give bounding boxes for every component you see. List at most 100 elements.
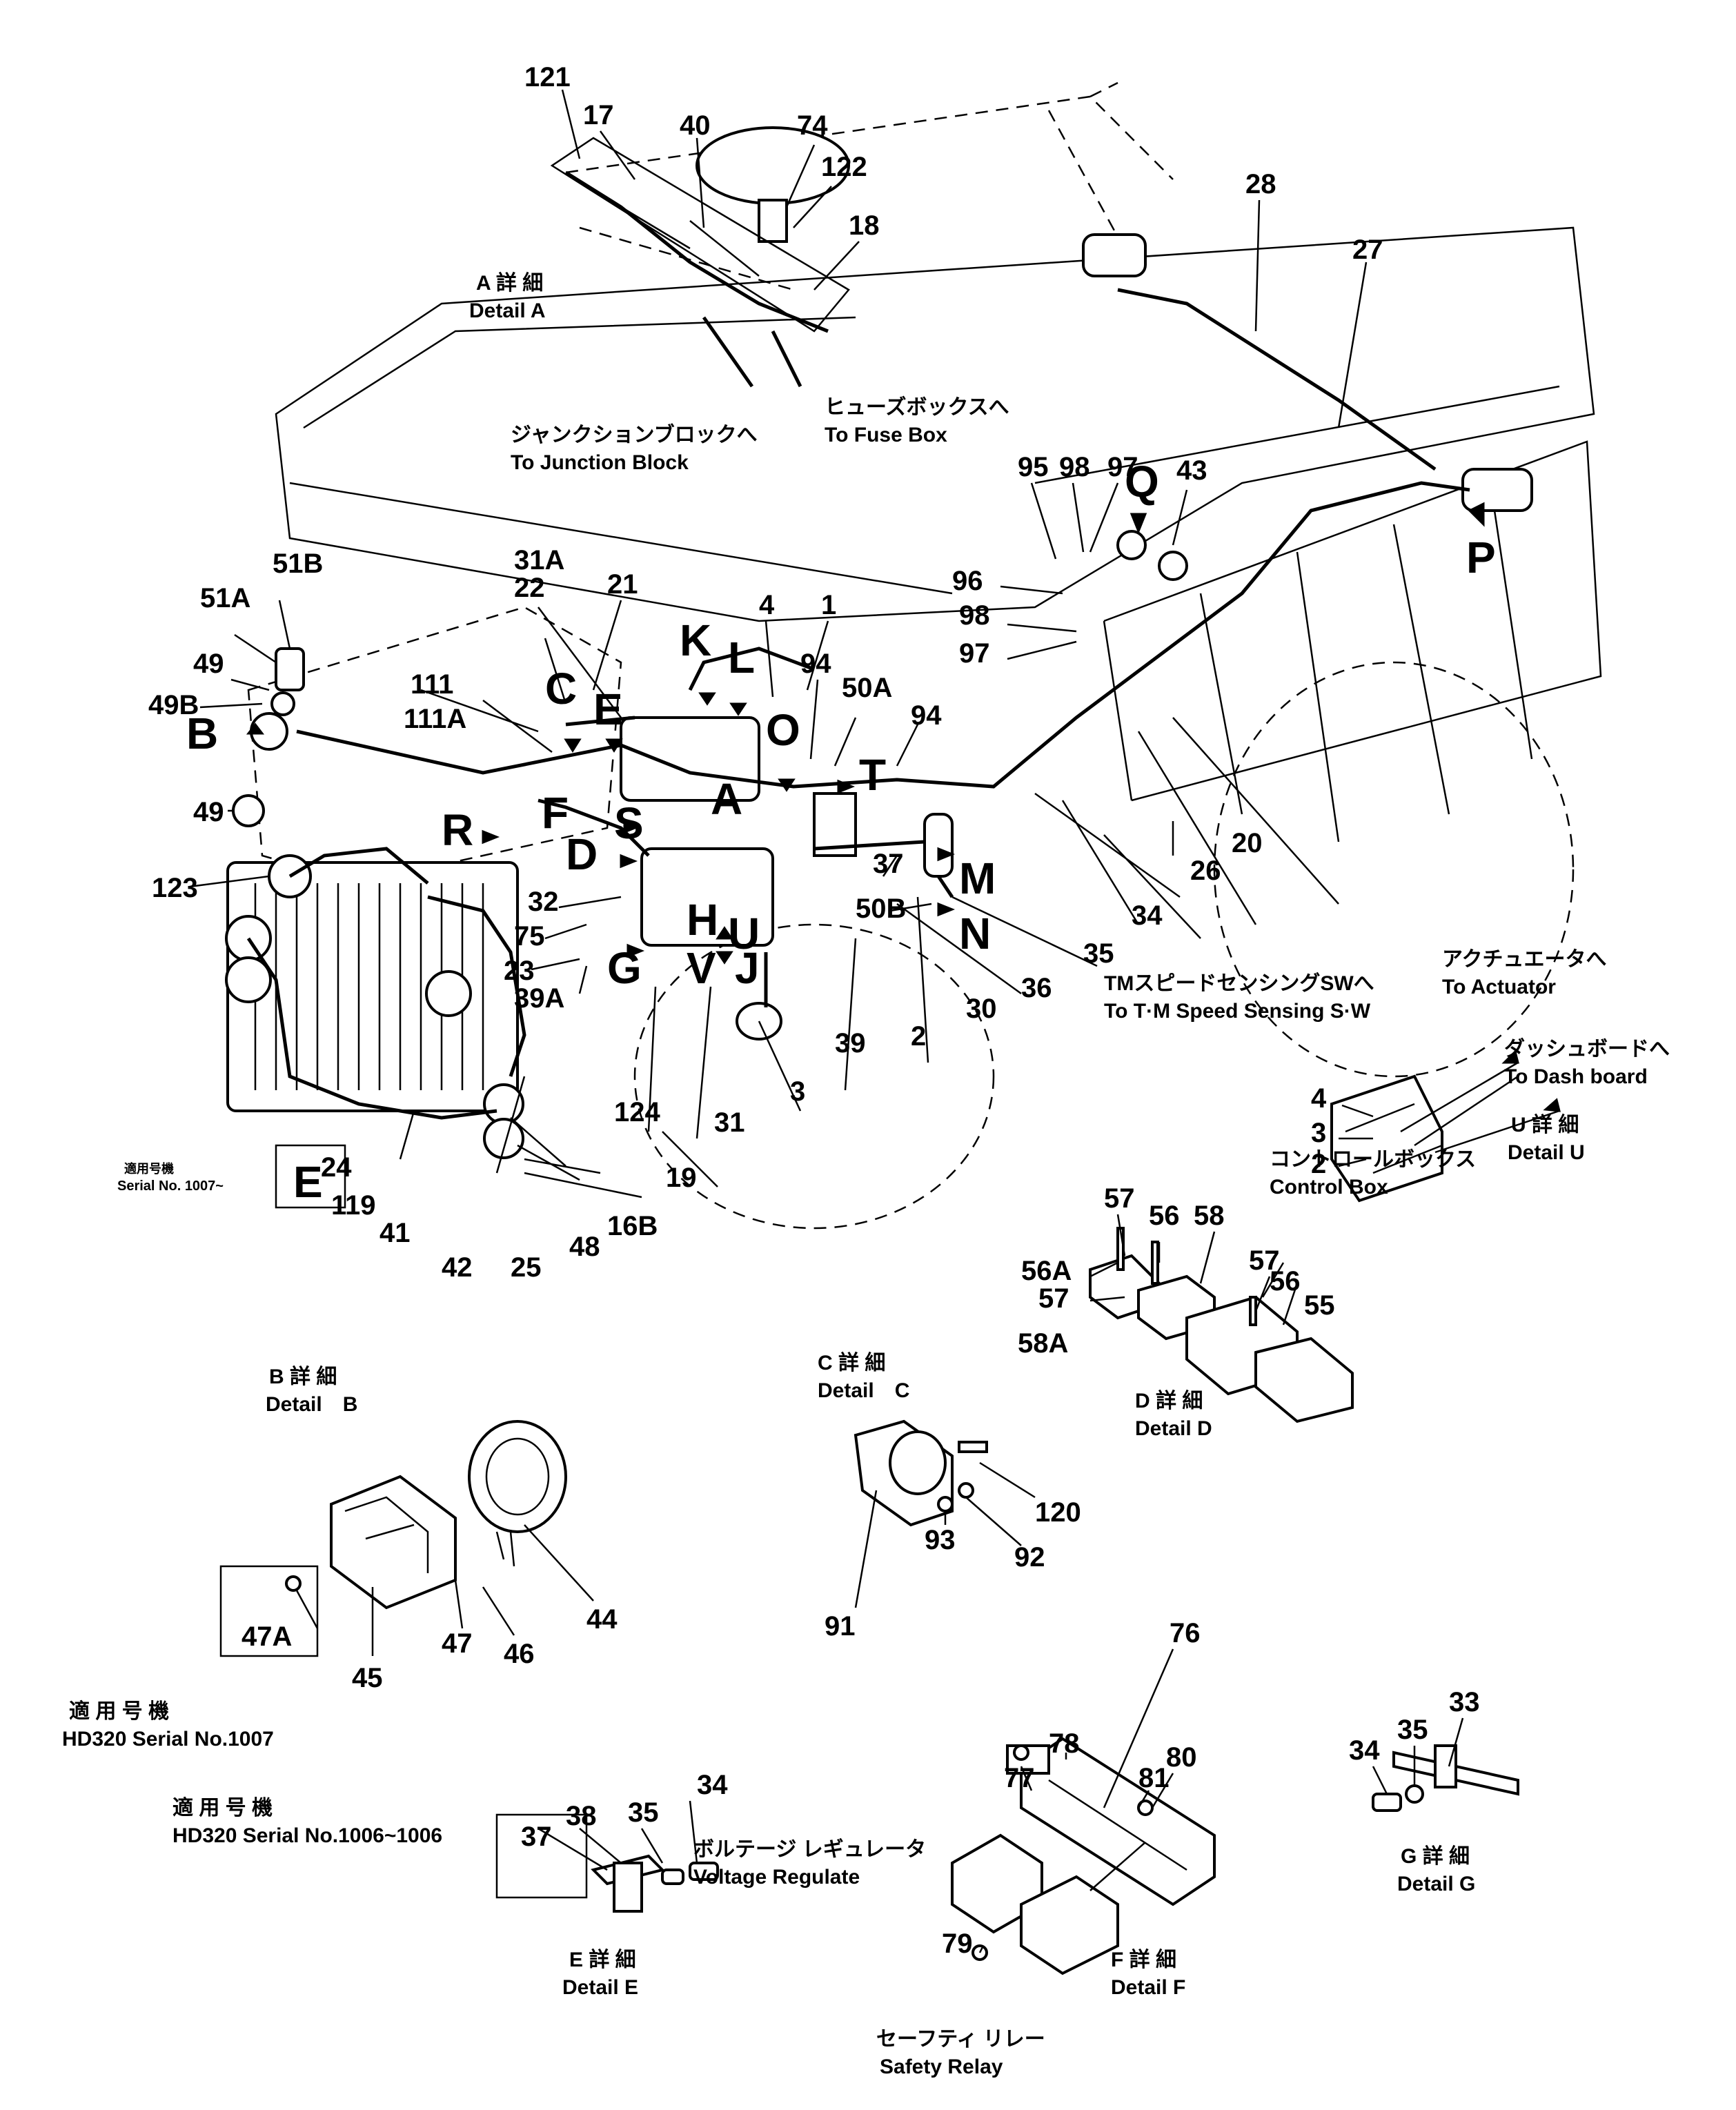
callout-2b: 2 <box>1311 1149 1326 1179</box>
callout-38: 38 <box>566 1801 597 1831</box>
detail-u-drawing <box>1330 1049 1561 1203</box>
view-letter-D: D <box>566 829 598 879</box>
detail-c-drawing <box>854 1419 988 1527</box>
callout-4a: 4 <box>759 590 775 620</box>
callout-3a: 3 <box>790 1076 805 1107</box>
callout-75: 75 <box>514 921 545 952</box>
callout-19: 19 <box>666 1163 697 1193</box>
view-letter-P: P <box>1466 533 1496 582</box>
fuse-box-jp: ヒューズボックスへ <box>825 395 1009 419</box>
callout-97b: 97 <box>959 638 990 669</box>
engine-hood-outline <box>247 606 622 885</box>
callout-21: 21 <box>607 569 638 600</box>
callout-3b: 3 <box>1311 1118 1326 1148</box>
callout-44: 44 <box>586 1604 618 1635</box>
callout-2a: 2 <box>911 1021 926 1052</box>
callout-1: 1 <box>821 590 836 620</box>
callout-76: 76 <box>1170 1618 1201 1648</box>
detail-f-jp: F 詳 細 <box>1111 1948 1176 1971</box>
callout-49B: 49B <box>148 690 199 720</box>
callout-35b: 35 <box>1397 1715 1428 1745</box>
headlight-right <box>425 970 472 1017</box>
serial-e-box <box>275 1144 346 1209</box>
callout-37b: 37 <box>521 1822 552 1852</box>
callout-119: 119 <box>331 1190 376 1221</box>
callout-34c: 34 <box>697 1770 728 1800</box>
callout-50B: 50B <box>856 894 906 924</box>
callout-92: 92 <box>1014 1542 1045 1572</box>
callout-94b: 94 <box>911 700 942 731</box>
view-letter-E-box: E <box>293 1157 323 1207</box>
callout-94a: 94 <box>800 649 831 679</box>
callout-58A: 58A <box>1018 1328 1068 1359</box>
callout-43: 43 <box>1176 455 1207 486</box>
actuator-en: To Actuator <box>1442 976 1556 998</box>
dashboard-panel <box>550 137 850 333</box>
main-harness <box>246 288 1470 1120</box>
callout-39A: 39A <box>514 983 564 1014</box>
steering-column <box>758 199 788 243</box>
callout-49b: 49 <box>193 797 224 827</box>
lamp-49 <box>232 794 265 827</box>
detail-f-en: Detail F <box>1111 1976 1185 1999</box>
view-letters: Q P K L C E O B T A F S R D M H U N G V … <box>186 457 1496 1207</box>
lamp-51 <box>275 647 305 691</box>
callout-77: 77 <box>1004 1763 1035 1793</box>
detail-d-jp: D 詳 細 <box>1135 1389 1203 1412</box>
serial-1005-jp: 適 用 号 機 <box>172 1796 273 1820</box>
callout-111: 111 <box>411 669 453 700</box>
view-letter-K: K <box>680 615 711 665</box>
callout-42: 42 <box>442 1252 473 1283</box>
callout-79: 79 <box>942 1929 973 1959</box>
callout-91: 91 <box>825 1611 856 1641</box>
callout-57c: 57 <box>1249 1245 1280 1276</box>
radiator-grille <box>226 861 519 1112</box>
view-letter-J: J <box>735 943 760 993</box>
view-letter-E: E <box>593 684 623 734</box>
callout-37a: 37 <box>873 849 904 879</box>
callout-46: 46 <box>504 1639 535 1669</box>
detail-b-drawing <box>219 1420 567 1657</box>
detail-f-drawing <box>951 1737 1216 1975</box>
callout-17: 17 <box>583 100 614 130</box>
view-letter-N: N <box>959 909 991 958</box>
callout-50A: 50A <box>842 673 892 703</box>
view-arrows <box>246 502 1485 965</box>
view-letter-F: F <box>542 788 569 838</box>
callout-4b: 4 <box>1311 1083 1327 1114</box>
detail-d-en: Detail D <box>1135 1417 1212 1440</box>
callout-20: 20 <box>1232 828 1263 858</box>
detail-e-en: Detail E <box>562 1976 638 1999</box>
junction-box <box>620 716 760 802</box>
callout-31A: 31A <box>514 545 564 575</box>
callout-111A: 111A <box>404 704 466 734</box>
dash-board-jp: ダッシュボードへ <box>1504 1037 1670 1061</box>
cab-outline <box>565 81 1174 291</box>
safety-relay-jp: セーフティ リレー <box>876 2028 1045 2051</box>
callout-57a: 57 <box>1104 1183 1135 1214</box>
view-letter-C: C <box>545 664 577 713</box>
detail-c-jp: C 詳 細 <box>818 1351 885 1374</box>
safety-relay-en: Safety Relay <box>880 2055 1003 2078</box>
callout-18: 18 <box>849 210 880 241</box>
side-lamp-42 <box>483 1118 524 1159</box>
lamp-49B <box>270 691 295 716</box>
callout-47A: 47A <box>241 1621 292 1652</box>
view-letter-Q: Q <box>1125 457 1159 506</box>
detail-u-en: Detail U <box>1508 1141 1585 1164</box>
callout-122: 122 <box>821 152 867 182</box>
callout-35a: 35 <box>1083 938 1114 969</box>
junction-block-jp: ジャンクションブロックへ <box>511 423 758 446</box>
callout-58: 58 <box>1194 1201 1225 1231</box>
view-letter-G: G <box>607 943 642 993</box>
callout-74: 74 <box>797 110 828 141</box>
view-letter-B: B <box>186 709 218 758</box>
callout-34b: 34 <box>1349 1735 1380 1766</box>
detail-u-jp: U 詳 細 <box>1511 1113 1579 1136</box>
control-box-en: Control Box <box>1270 1176 1388 1199</box>
callout-39: 39 <box>835 1028 866 1058</box>
actuator-jp: アクチュエータへ <box>1442 948 1607 971</box>
detail-b-en: Detail B <box>266 1393 357 1416</box>
view-letter-H: H <box>687 895 718 945</box>
tm-speed-en: To T·M Speed Sensing S·W <box>1104 1000 1371 1023</box>
